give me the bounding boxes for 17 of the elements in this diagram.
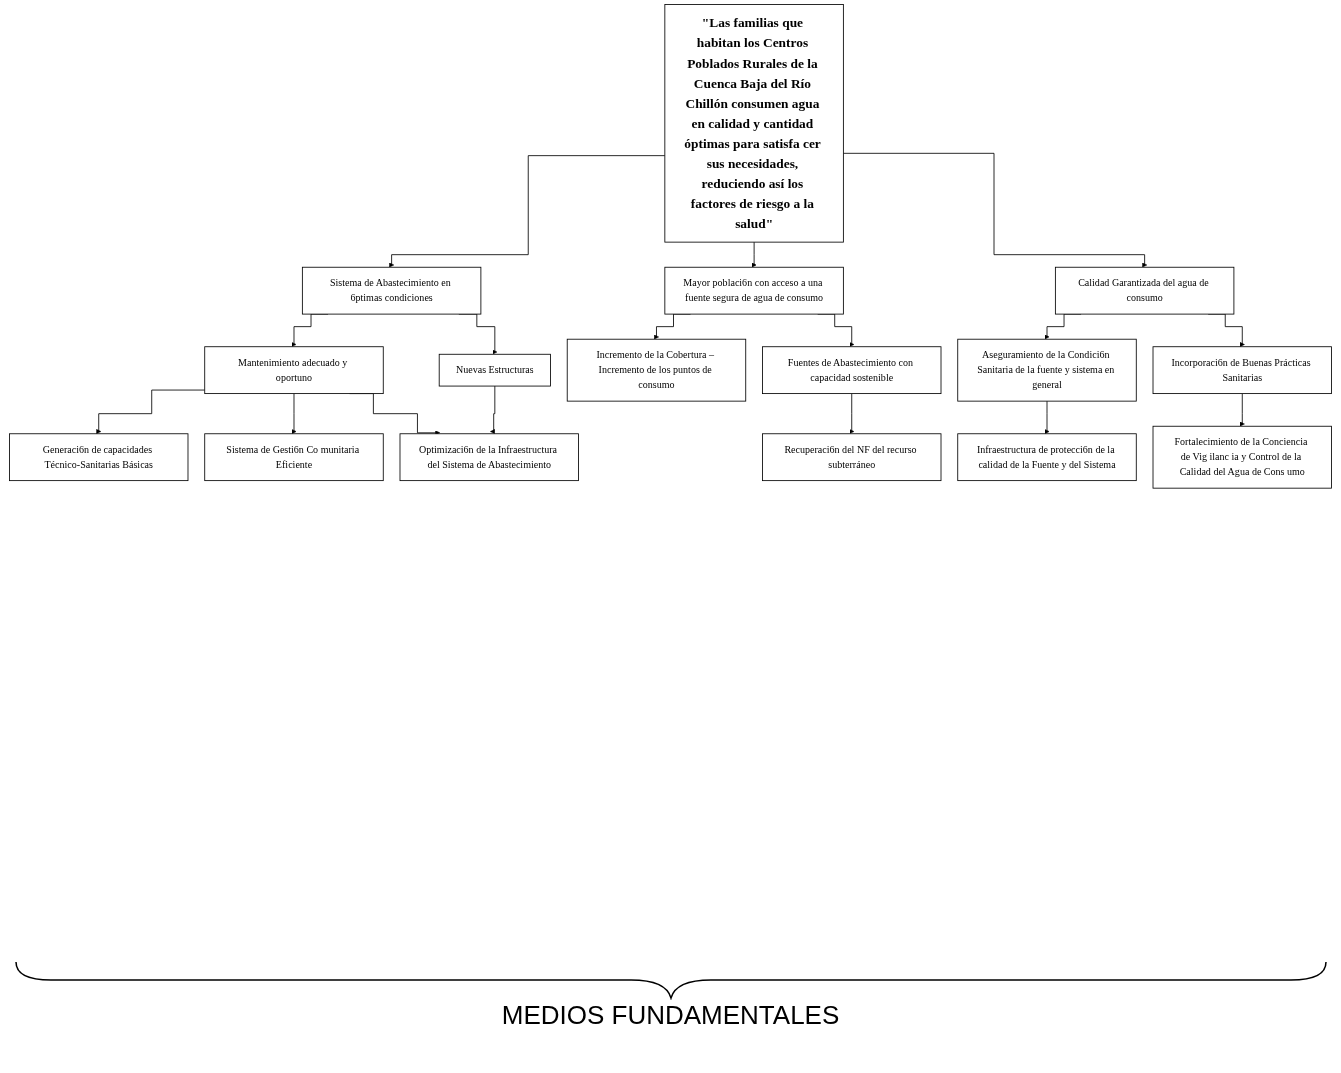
node-box: Nuevas Estructuras — [438, 353, 551, 387]
node-box: "Las familias que habitan los Centros Poblados Rurales de la Cuenca Baja del Río Chillón consumen agua en calidad y cantidad óptimas para satisfa cer sus necesidades, reduciendo así los factores de riesgo a la salud" — [664, 4, 844, 243]
node-box: Sistema de Gesti6n Co munitaria Eficiente — [204, 433, 384, 482]
node-box: Incorporaci6n de Buenas Prácticas Sanitarias — [1152, 346, 1332, 395]
node-box: Sistema de Abastecimiento en 6ptimas condiciones — [301, 266, 482, 315]
node-box: Mayor poblaci6n con acceso a una fuente segura de agua de consumo — [664, 266, 844, 315]
node-box: Incremento de la Cobertura – Incremento de los puntos de consumo — [566, 338, 747, 402]
node-box: Optimizaci6n de la Infraestructura del Sistema de Abastecimiento — [399, 433, 579, 482]
node-box: Fuentes de Abastecimiento con capacidad sostenible — [762, 346, 942, 395]
node-box: Calidad Garantizada del agua de consumo — [1054, 266, 1235, 315]
node-box: Mantenimiento adecuado y oportuno — [204, 346, 384, 395]
node-box: Generaci6n de capacidades Técnico-Sanitarias Básicas — [9, 433, 189, 482]
node-box: Aseguramiento de la Condici6n Sanitaria de la fuente y sistema en general — [957, 338, 1137, 402]
section-label: MEDIOS FUNDAMENTALES — [501, 1000, 840, 1031]
node-box: Recuperaci6n del NF del recurso subterráneo — [762, 433, 942, 482]
node-box: Infraestructura de protecci6n de la calidad de la Fuente y del Sistema — [957, 433, 1137, 482]
node-box: Fortalecimiento de la Conciencia de Vig ilanc ia y Control de la Calidad del Agua de Cons umo — [1152, 425, 1332, 489]
